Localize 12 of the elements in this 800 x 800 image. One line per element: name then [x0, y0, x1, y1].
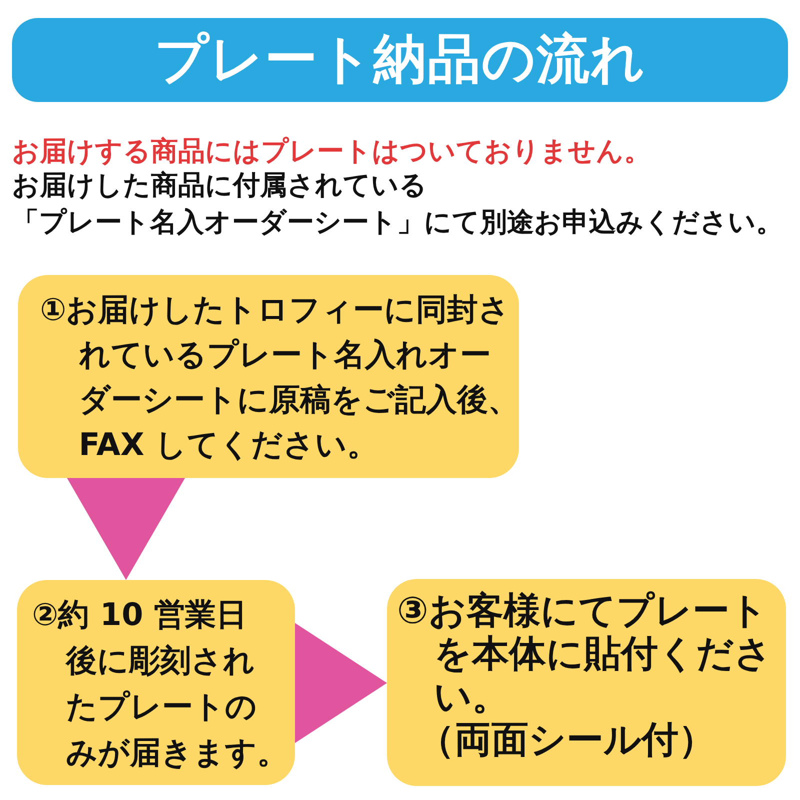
- arrow: [295, 623, 387, 743]
- step-box: [17, 580, 295, 785]
- step-text: ①お届けしたトロフィーに同封されているプレート名入れオーダーシートに原稿をご記入後、FAX してください。: [40, 291, 519, 465]
- note-text: お届けする商品にはプレートはついておりません。: [12, 135, 651, 169]
- title-banner: プレート納品の流れ: [12, 18, 788, 102]
- step-text: ②約 10 営業日後に彫刻されたプレートのみが届きます。: [32, 596, 290, 773]
- note-text: お届けした商品に付属されている「プレート名入オーダーシート」にて別途お申込みください。: [12, 169, 783, 240]
- step-box: [387, 579, 786, 786]
- step-text: ③お客様にてプレートを本体に貼付ください。: [397, 589, 773, 718]
- arrow: [67, 478, 185, 580]
- step-box: [18, 275, 519, 478]
- step-text: （両面シール付）: [416, 718, 716, 761]
